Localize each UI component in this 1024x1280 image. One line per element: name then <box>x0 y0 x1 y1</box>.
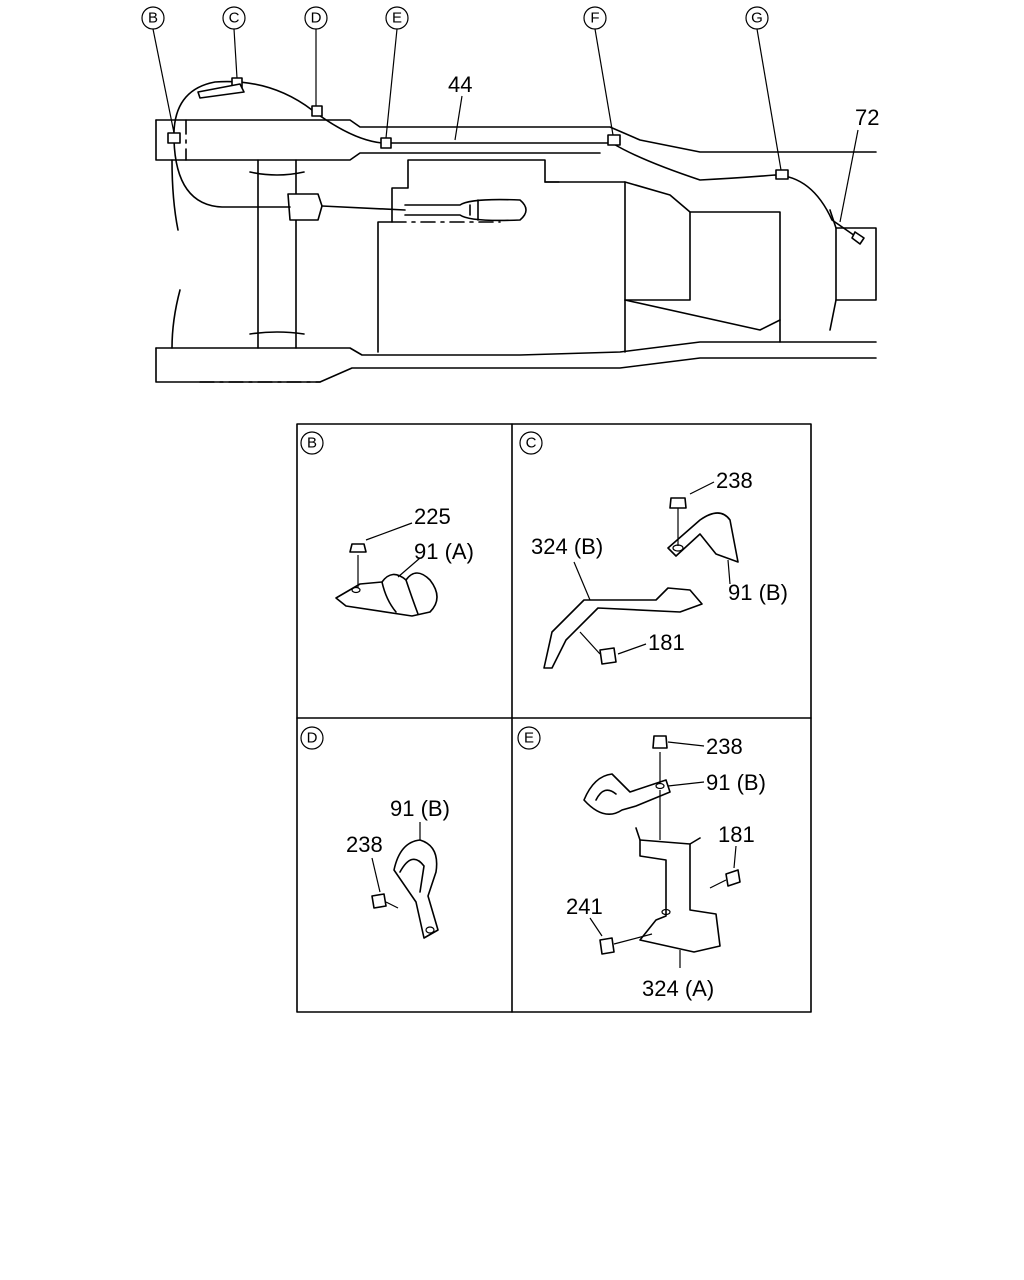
panel-b-label-225: 225 <box>414 504 451 529</box>
svg-text:D: D <box>311 10 322 27</box>
panel-e-label-181: 181 <box>718 822 755 847</box>
panel-e-label-238: 238 <box>706 734 743 759</box>
callout-leaders <box>152 28 859 223</box>
callout-c: C <box>222 6 246 30</box>
detail-panel-c: C 238 324 (B) 91 (B) 181 <box>519 431 788 669</box>
part-label-end: 72 <box>855 105 879 130</box>
panel-b-letter: B <box>307 435 317 452</box>
panel-c-label-91b: 91 (B) <box>728 580 788 605</box>
detail-panel-b: B 225 91 (A) <box>300 431 474 617</box>
part-label-cable: 44 <box>448 72 472 97</box>
callout-d: D <box>304 6 328 30</box>
detail-panel-d: D 91 (B) 238 <box>300 726 450 939</box>
svg-text:C: C <box>229 10 240 27</box>
detail-grid <box>296 423 812 1013</box>
callout-g: G <box>745 6 769 30</box>
panel-c-letter: C <box>526 435 537 452</box>
detail-panel-e: E 238 91 (B) 181 241 324 (A) <box>517 726 766 1001</box>
svg-text:F: F <box>590 10 599 27</box>
svg-text:E: E <box>392 10 402 27</box>
panel-e-label-91b: 91 (B) <box>706 770 766 795</box>
panel-c-label-181: 181 <box>648 630 685 655</box>
callout-f: F <box>583 6 607 30</box>
panel-d-letter: D <box>307 730 318 747</box>
svg-text:B: B <box>148 10 158 27</box>
svg-text:G: G <box>751 10 763 27</box>
panel-d-label-238: 238 <box>346 832 383 857</box>
panel-e-label-324a: 324 (A) <box>642 976 714 1001</box>
callout-b: B <box>141 6 165 30</box>
panel-e-letter: E <box>524 730 534 747</box>
panel-d-label-91b: 91 (B) <box>390 796 450 821</box>
panel-b-label-91a: 91 (A) <box>414 539 474 564</box>
panel-e-label-241: 241 <box>566 894 603 919</box>
panel-c-label-238: 238 <box>716 468 753 493</box>
panel-c-label-324b: 324 (B) <box>531 534 603 559</box>
callout-e: E <box>385 6 409 30</box>
chassis-overview <box>155 77 877 383</box>
